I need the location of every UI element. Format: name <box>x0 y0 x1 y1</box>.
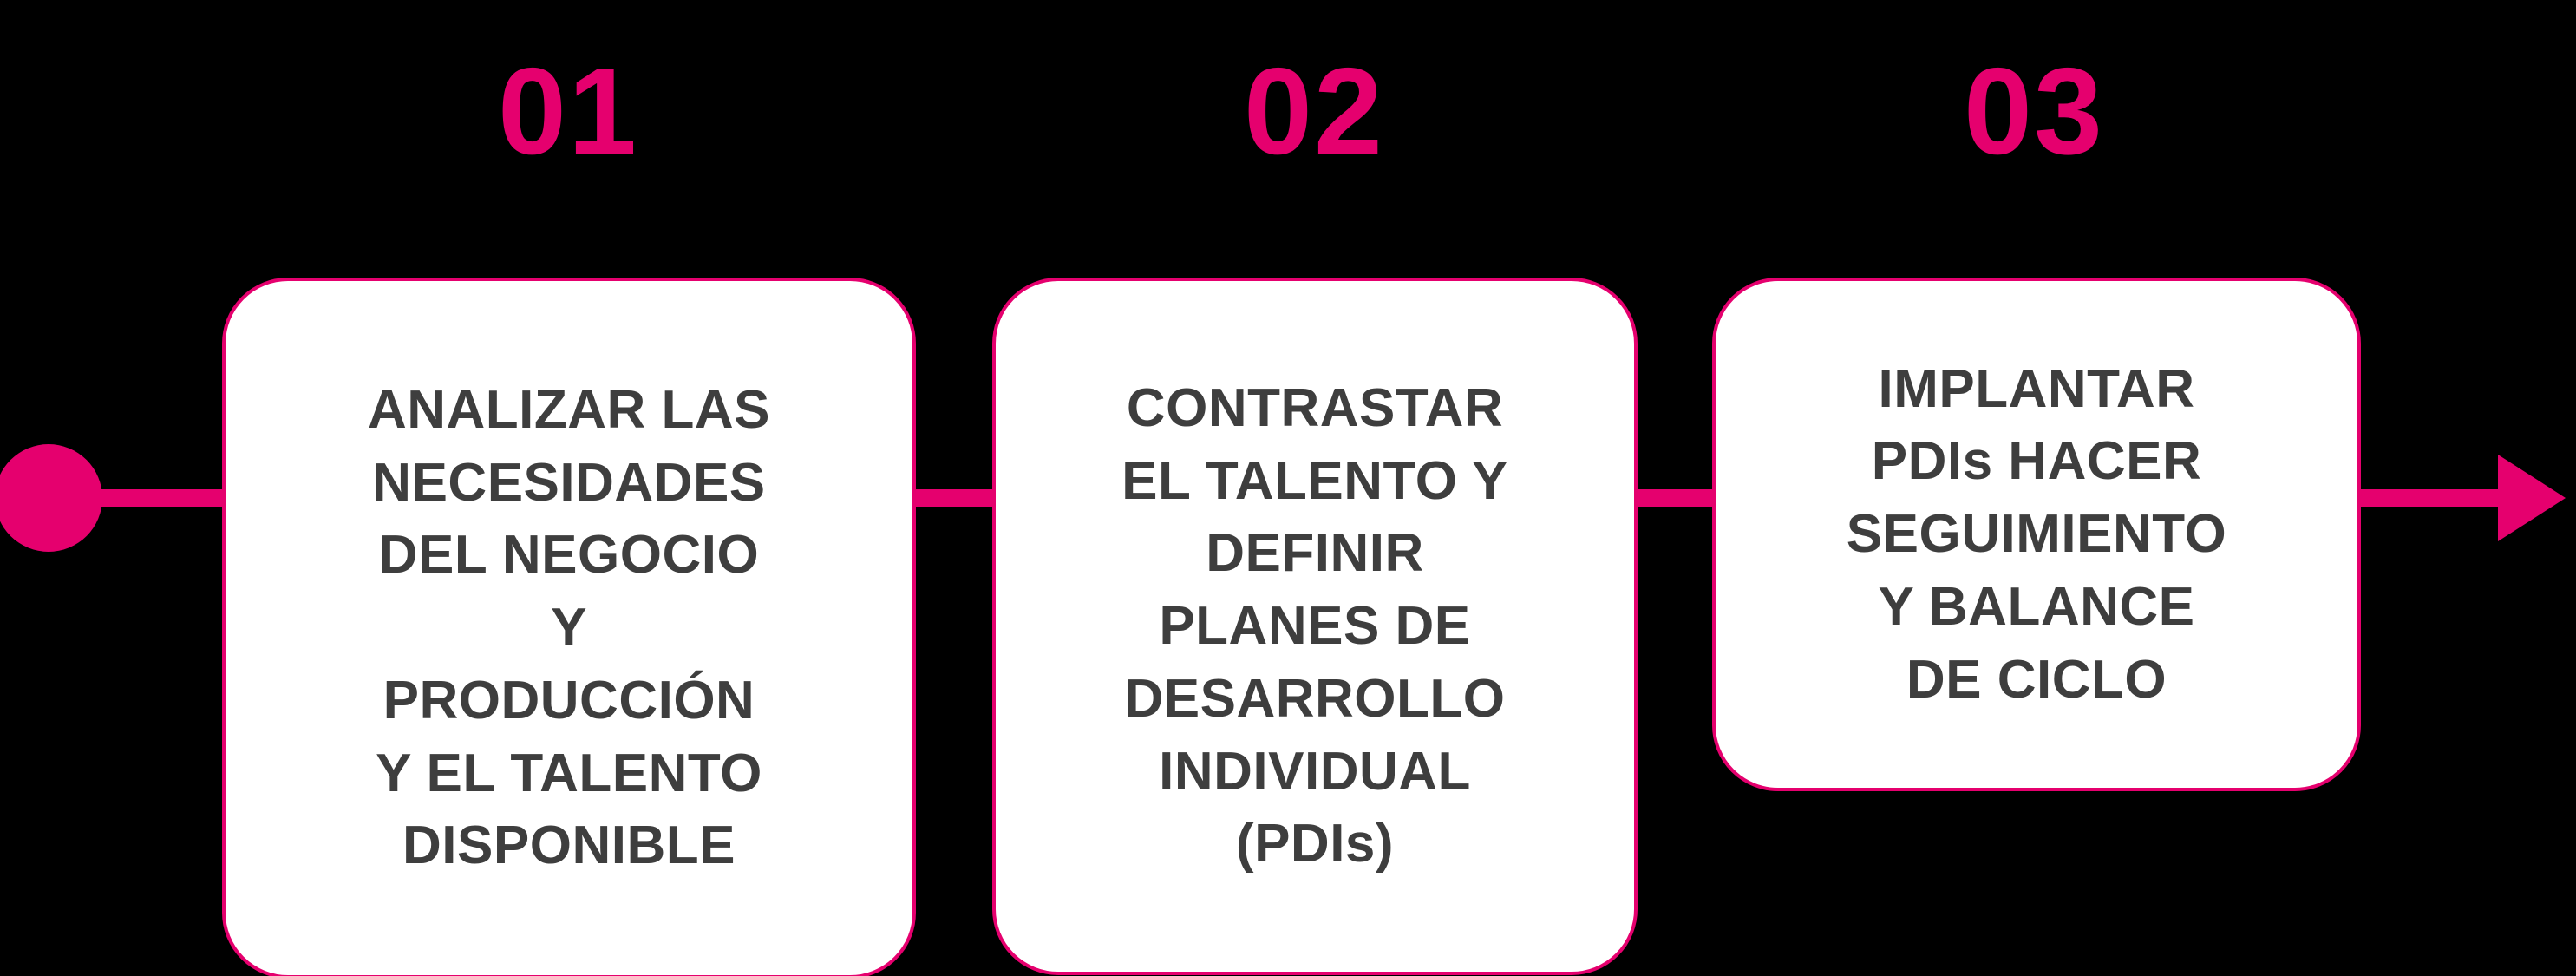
step-card-3: IMPLANTAR PDIs HACER SEGUIMIENTO Y BALAN… <box>1712 278 2361 791</box>
step-number-02: 02 <box>1244 43 1384 180</box>
step-number-03: 03 <box>1964 43 2104 180</box>
step-card-2: CONTRASTAR EL TALENTO Y DEFINIR PLANES D… <box>992 278 1638 975</box>
timeline-arrow-right-icon <box>2498 455 2566 541</box>
connector-step-1-to-step-2 <box>899 489 1010 507</box>
step-card-1-text: ANALIZAR LAS NECESIDADES DEL NEGOCIO Y P… <box>367 380 771 876</box>
connector-step-2-to-step-3 <box>1618 489 1729 507</box>
timeline-start-dot-icon <box>0 444 102 552</box>
step-card-2-text: CONTRASTAR EL TALENTO Y DEFINIR PLANES D… <box>1121 378 1508 874</box>
connector-start-to-step-1 <box>90 489 238 507</box>
step-number-01: 01 <box>498 43 638 180</box>
step-card-3-text: IMPLANTAR PDIs HACER SEGUIMIENTO Y BALAN… <box>1846 358 2227 710</box>
connector-step-3-to-end <box>2342 489 2515 507</box>
step-card-1: ANALIZAR LAS NECESIDADES DEL NEGOCIO Y P… <box>222 278 916 976</box>
